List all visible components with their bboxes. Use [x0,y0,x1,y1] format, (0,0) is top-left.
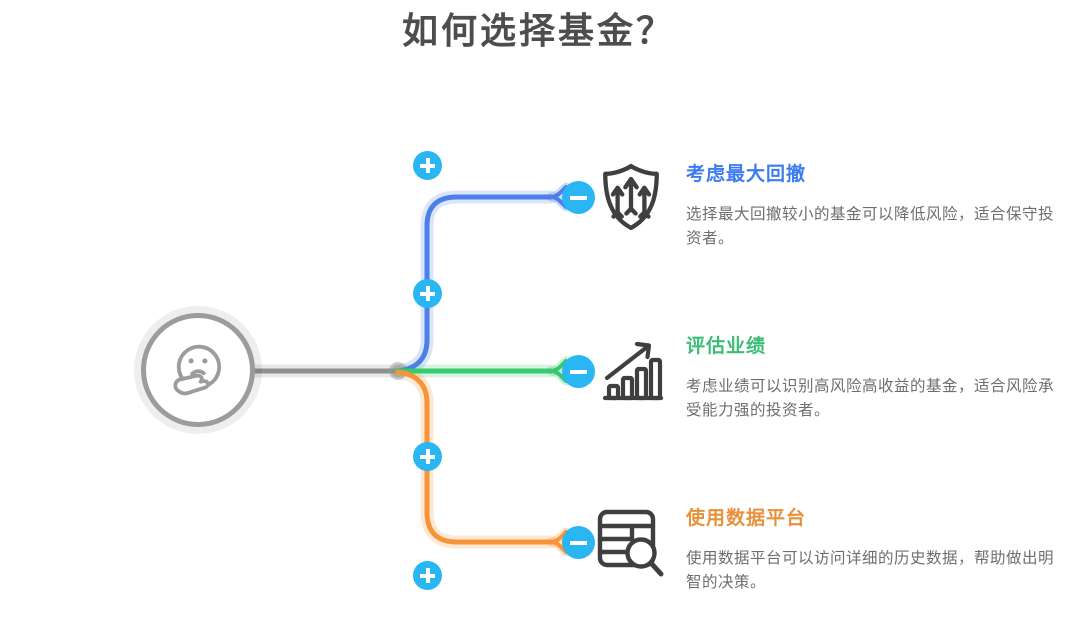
branch-connector-orange [395,369,554,545]
branch-node-max-drawdown[interactable]: 考虑最大回撤 选择最大回撤较小的基金可以降低风险，适合保守投资者。 [686,159,1068,251]
plus-icon [413,442,442,471]
collapse-branch-button-platform[interactable] [562,526,595,559]
branch-title: 使用数据平台 [686,508,807,529]
branch-node-data-platform[interactable]: 使用数据平台 使用数据平台可以访问详细的历史数据，帮助做出明智的决策。 [686,503,1068,595]
branch-description: 选择最大回撤较小的基金可以降低风险，适合保守投资者。 [686,206,1055,248]
connector-strokes [250,185,568,554]
minus-icon [562,355,595,388]
branch-title: 考虑最大回撤 [686,164,807,185]
branch-node-performance[interactable]: 评估业绩 考虑业绩可以识别高风险高收益的基金，适合风险承受能力强的投资者。 [686,331,1068,423]
shield-arrows-icon [598,162,664,237]
central-topic-node[interactable] [141,313,255,427]
add-node-button-bottom[interactable] [413,561,442,590]
branch-connector-blue [395,194,554,374]
plus-icon [413,279,442,308]
minus-icon [562,526,595,559]
plus-icon [413,561,442,590]
add-node-button-lower[interactable] [413,442,442,471]
branch-description: 使用数据平台可以访问详细的历史数据，帮助做出明智的决策。 [686,550,1055,592]
collapse-branch-button-drawdown[interactable] [562,181,595,214]
thinking-face-icon [173,344,222,396]
page-title: 如何选择基金？ [401,11,675,51]
data-table-search-icon [596,506,664,587]
plus-icon [413,151,442,180]
add-node-button-top[interactable] [413,151,442,180]
growth-chart-icon [601,336,665,409]
add-node-button-upper[interactable] [413,279,442,308]
branch-title: 评估业绩 [686,336,767,357]
collapse-branch-button-performance[interactable] [562,355,595,388]
minus-icon [562,181,595,214]
branch-description: 考虑业绩可以识别高风险高收益的基金，适合风险承受能力强的投资者。 [686,378,1055,420]
